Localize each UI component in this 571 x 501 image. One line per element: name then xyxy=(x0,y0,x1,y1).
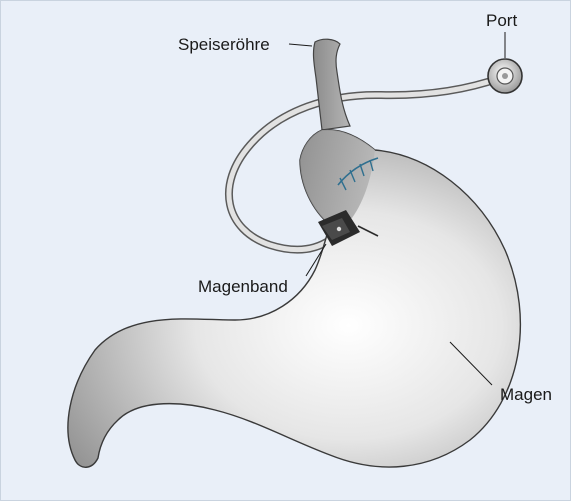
label-stomach: Magen xyxy=(500,385,552,404)
label-esophagus: Speiseröhre xyxy=(178,35,270,54)
esophagus-leader xyxy=(289,44,312,46)
label-gastric-band: Magenband xyxy=(198,277,288,296)
stomach xyxy=(68,130,520,468)
label-port: Port xyxy=(486,11,517,30)
port xyxy=(488,59,522,93)
esophagus xyxy=(313,39,350,130)
